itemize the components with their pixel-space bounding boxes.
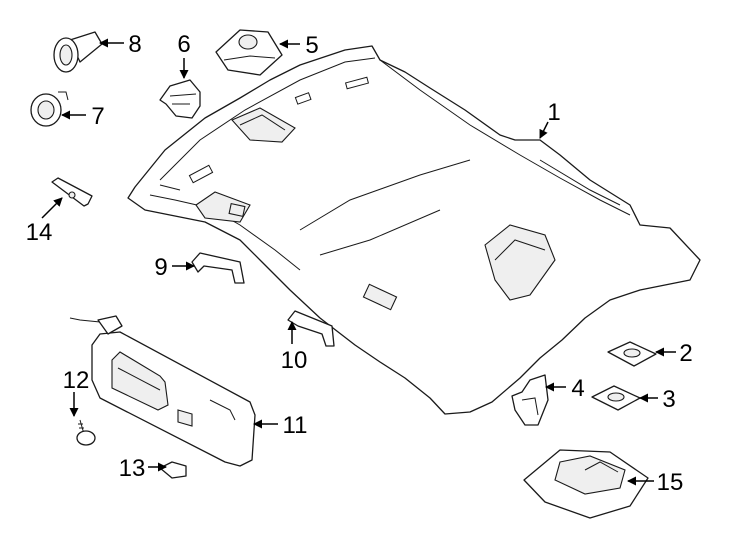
- callout-1: 1: [547, 99, 560, 126]
- connector-drawing: [159, 79, 201, 119]
- leader-14: [41, 197, 63, 219]
- callout-12: 12: [63, 367, 90, 394]
- callout-7: 7: [91, 103, 104, 130]
- mount-bracket-drawing: [511, 374, 549, 426]
- grab-handle-a-drawing: [191, 252, 245, 284]
- bracket-b-drawing: [591, 385, 641, 411]
- callout-2: 2: [679, 340, 692, 367]
- grommet-drawing: [53, 31, 103, 73]
- callout-6: 6: [177, 31, 190, 58]
- clip-top-drawing: [215, 29, 283, 76]
- callout-11: 11: [283, 412, 308, 439]
- screw-drawing: [76, 419, 96, 446]
- callout-8: 8: [128, 31, 141, 58]
- bulb-drawing: [51, 177, 93, 207]
- callout-9: 9: [154, 254, 167, 281]
- leader-1: [539, 121, 549, 139]
- callout-5: 5: [305, 32, 318, 59]
- button-plug-drawing: [30, 91, 69, 127]
- bracket-a-drawing: [607, 341, 657, 367]
- callout-14: 14: [26, 219, 53, 246]
- visor-clip-drawing: [159, 461, 187, 479]
- dome-lamp-drawing: [523, 449, 649, 519]
- callout-3: 3: [662, 386, 675, 413]
- callout-4: 4: [571, 375, 584, 402]
- callout-10: 10: [281, 347, 308, 374]
- sun-visor-drawing: [69, 315, 256, 467]
- callout-15: 15: [657, 469, 684, 496]
- headliner-drawing: [127, 45, 701, 415]
- callout-13: 13: [119, 455, 146, 482]
- grab-handle-b-drawing: [287, 310, 335, 347]
